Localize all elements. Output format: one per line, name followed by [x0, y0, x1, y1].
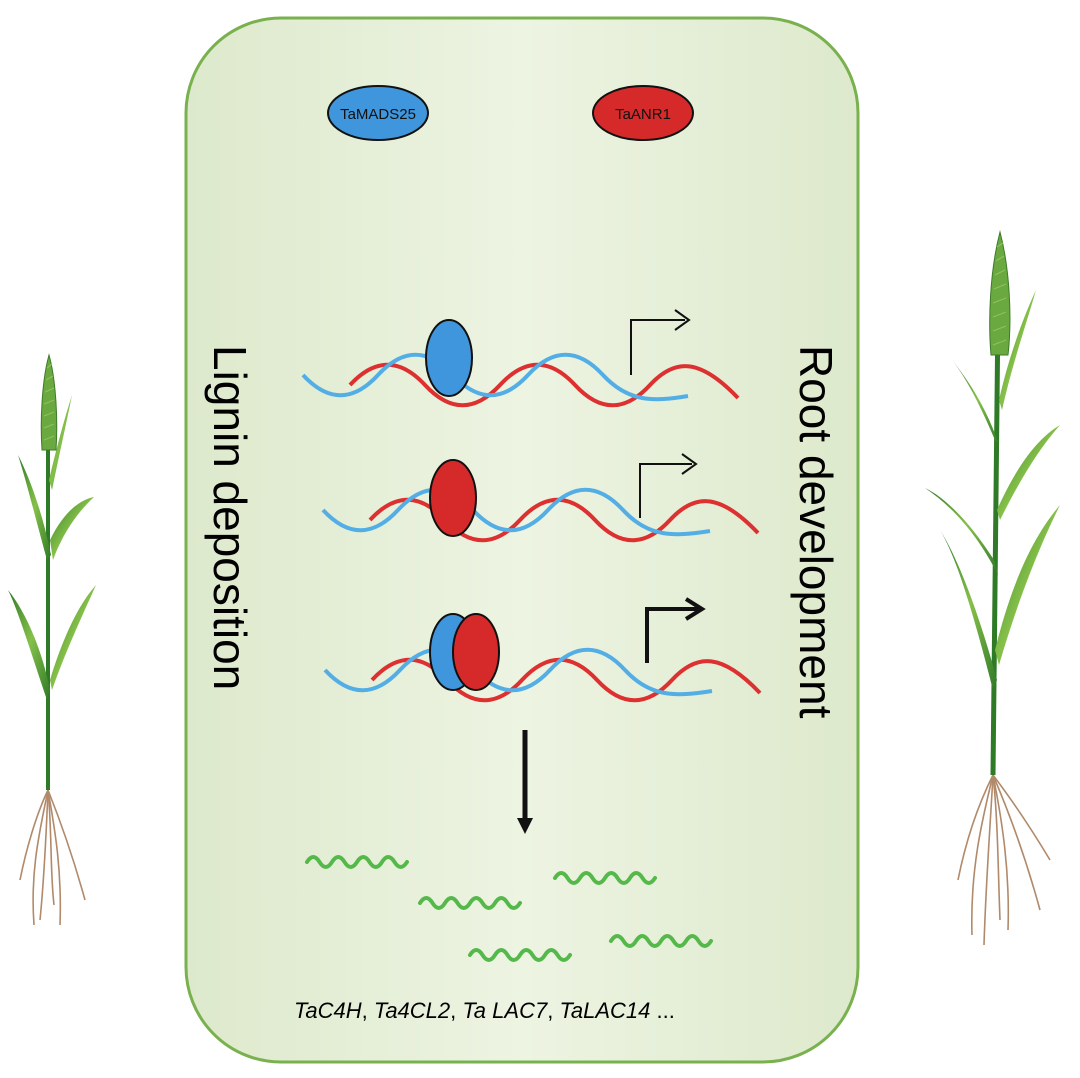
down-arrow — [517, 730, 533, 834]
mrna-1 — [305, 855, 409, 869]
dna-helix-3 — [323, 597, 762, 703]
gene-tac4h: TaC4H — [294, 998, 362, 1023]
root-development-label: Root development — [790, 345, 842, 719]
gene-ta4cl2: Ta4CL2 — [374, 998, 450, 1023]
gene-sep-3: , — [547, 998, 559, 1023]
lignin-deposition-label: Lignin deposition — [204, 345, 256, 690]
taanr1-label: TaANR1 — [615, 106, 671, 123]
mrna-3 — [553, 871, 657, 885]
tamads25-label: TaMADS25 — [340, 106, 416, 123]
taanr1-bound-3 — [452, 613, 500, 691]
gene-talac7: Ta LAC7 — [462, 998, 548, 1023]
target-genes-line: TaC4H, Ta4CL2, Ta LAC7, TaLAC14 ... — [294, 998, 675, 1023]
mrna-5 — [609, 934, 713, 948]
dna-helix-2 — [321, 453, 760, 543]
cell-panel — [184, 16, 860, 1064]
gene-sep-2: , — [450, 998, 462, 1023]
tamads25-protein: TaMADS25 — [327, 85, 429, 141]
wheat-plant-small-icon — [8, 353, 96, 926]
taanr1-protein: TaANR1 — [592, 85, 694, 141]
mrna-2 — [418, 896, 522, 910]
transcription-arrow-3 — [645, 607, 698, 663]
gene-sep-1: , — [362, 998, 374, 1023]
transcription-arrow-1 — [630, 319, 685, 375]
gene-suffix: ... — [650, 998, 674, 1023]
gene-talac14: TaLAC14 — [559, 998, 650, 1023]
tamads25-bound-1 — [425, 319, 473, 397]
transcription-arrow-2 — [639, 463, 692, 518]
mrna-4 — [468, 948, 572, 962]
dna-helix-1 — [301, 309, 740, 408]
taanr1-bound-2 — [429, 459, 477, 537]
mrna-group — [305, 855, 713, 962]
wheat-plant-large-icon — [925, 230, 1060, 946]
